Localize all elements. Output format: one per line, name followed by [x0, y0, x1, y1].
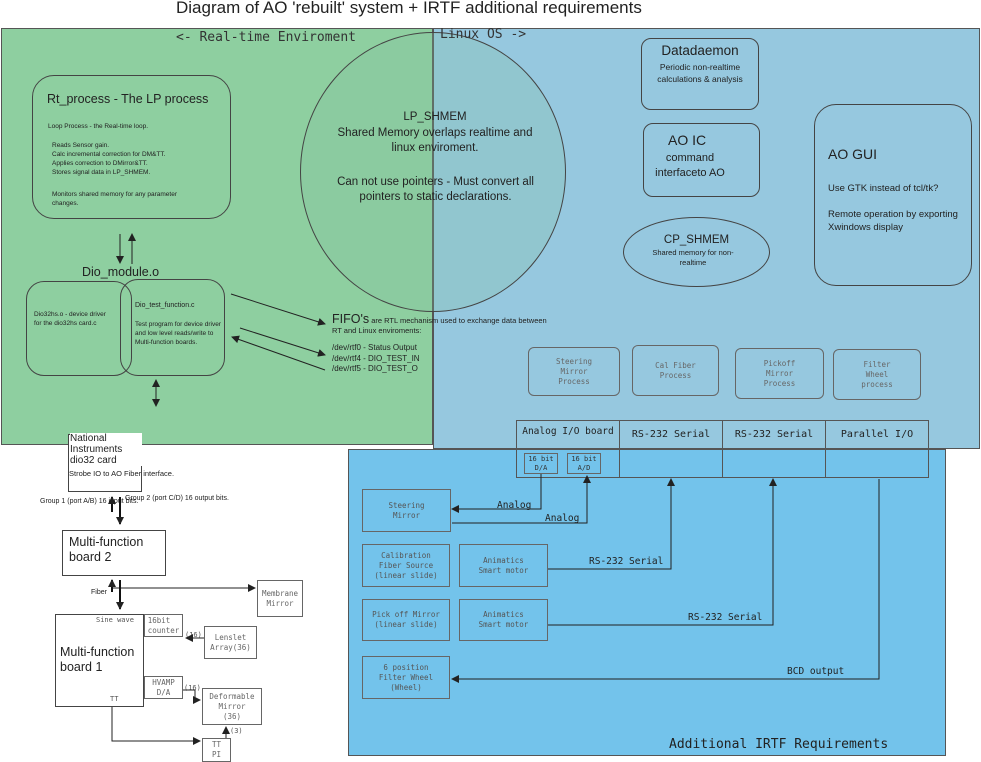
filter-wheel-box: 6 position Filter Wheel (Wheel): [362, 656, 450, 699]
rt-process-title: Rt_process - The LP process: [47, 92, 209, 106]
n3-label: (3): [230, 727, 243, 735]
group1-label: Group 1 (port A/B) 16 input bits.: [40, 498, 139, 505]
deformable-box: Deformable Mirror (36): [202, 688, 262, 725]
group2-label: Group 2 (port C/D) 16 output bits.: [125, 495, 229, 502]
animatics-1-box: Animatics Smart motor: [459, 544, 548, 587]
datadaemon-desc: Periodic non-realtime calculations & ana…: [657, 62, 743, 84]
hw-rs232-2-label: RS-232 Serial: [734, 429, 814, 440]
fiber-label: Fiber: [91, 589, 107, 596]
pickoff-mirror-box: Pick off Mirror (linear slide): [362, 599, 450, 641]
rt-process-box: [32, 75, 231, 219]
rs232-label-2: RS-232 Serial: [688, 612, 763, 623]
fifo-desc-text: are RTL mechanism used to exchange data …: [332, 316, 547, 335]
analog-label-1: Analog: [497, 500, 532, 511]
lp-shmem-note: Can not use pointers - Must convert all …: [337, 176, 534, 203]
tt-pi-box: TT PI: [202, 738, 231, 762]
mfb1-tt: TT: [110, 695, 119, 703]
lenslet-box: Lenslet Array(36): [204, 626, 257, 659]
mfb2-box: [62, 530, 166, 576]
lp-shmem-ellipse: [300, 32, 566, 312]
aogui-line2: Remote operation by exporting Xwindows d…: [828, 209, 958, 233]
datadaemon-box: [641, 38, 759, 110]
dio-module-label: Dio_module.o: [82, 265, 160, 279]
da-box: 16 bit D/A: [524, 453, 558, 474]
mfb2-label: Multi-function board 2: [69, 535, 144, 564]
rt-process-monitor: Monitors shared memory for any parameter…: [52, 191, 177, 207]
membrane-mirror-box: Membrane Mirror: [257, 580, 303, 617]
hw-parallel-io: [825, 420, 929, 478]
linux-label: Linux OS ->: [440, 27, 527, 42]
hw-parallel-io-label: Parallel I/O: [840, 429, 914, 440]
process-steering-mirror: Steering Mirror Process: [528, 347, 620, 396]
irtf-label: Additional IRTF Requirements: [669, 737, 889, 752]
ni-card-desc: Strobe IO to AO Fiber interface.: [69, 469, 175, 478]
rt-process-loop: Loop Process - the Real-time loop.: [48, 123, 149, 130]
cp-shmem-desc: Shared memory for non-realtime: [652, 248, 734, 267]
dio-test-box: [120, 279, 225, 376]
n16a-label: (16): [185, 631, 202, 639]
dio-test-desc: Test program for device driver and low l…: [135, 321, 221, 346]
cal-fiber-box: Calibration Fiber Source (linear slide): [362, 544, 450, 587]
diagram-title: Diagram of AO 'rebuilt' system + IRTF ad…: [176, 0, 642, 17]
aoic-title: AO IC: [668, 132, 707, 148]
hvamp-box: HVAMP D/A: [144, 676, 183, 699]
mfb1-box: [55, 614, 144, 707]
cp-shmem-ellipse: [623, 217, 770, 287]
cp-shmem-title: CP_SHMEM: [663, 234, 730, 246]
n16b-label: (16): [184, 684, 201, 692]
aoic-desc: command interfaceto AO: [655, 152, 725, 179]
aogui-title: AO GUI: [828, 146, 878, 162]
ad-box: 16 bit A/D: [567, 453, 601, 474]
hw-analog-io-label: Analog I/O board: [522, 426, 614, 437]
analog-label-2: Analog: [545, 513, 580, 524]
aogui-line1: Use GTK instead of tcl/tk?: [828, 183, 939, 194]
process-pickoff-mirror: Pickoff Mirror Process: [735, 348, 824, 399]
aogui-box: [814, 104, 972, 286]
lp-shmem-title: LP_SHMEM: [403, 111, 467, 123]
process-filter-wheel: Filter Wheel process: [833, 349, 921, 400]
hw-rs232-1-label: RS-232 Serial: [631, 429, 711, 440]
datadaemon-title: Datadaemon: [661, 43, 739, 58]
dio32hs-box: [26, 281, 132, 376]
mfb1-label: Multi-function board 1: [60, 645, 135, 674]
mfb1-sine: Sine wave: [96, 616, 134, 624]
rs232-label-1: RS-232 Serial: [589, 556, 664, 567]
lp-shmem-desc: Shared Memory overlaps realtime and linu…: [337, 127, 533, 154]
irtf-region: [348, 449, 946, 756]
dio-test-title: Dio_test_function.c: [135, 302, 195, 309]
aoic-box: [643, 123, 760, 197]
bcd-label: BCD output: [787, 666, 845, 677]
counter-box: 16bit counter: [144, 614, 183, 637]
fifo-head: FIFO's: [332, 312, 370, 326]
animatics-2-box: Animatics Smart motor: [459, 599, 548, 641]
process-cal-fiber: Cal Fiber Process: [632, 345, 719, 396]
fifo-desc: FIFO's are RTL mechanism used to exchang…: [332, 312, 547, 336]
ni-card-title: National Instruments dio32 card: [70, 433, 142, 466]
realtime-label: <- Real-time Enviroment: [176, 30, 357, 45]
steering-mirror-box: Steering Mirror: [362, 489, 451, 532]
dio32hs-text: Dio32hs.o - device driver for the dio32h…: [34, 311, 106, 327]
rt-process-steps: Reads Sensor gain. Calc incremental corr…: [52, 142, 166, 176]
fifo-lines: /dev/rtf0 - Status Output /dev/rtf4 - DI…: [332, 343, 420, 373]
